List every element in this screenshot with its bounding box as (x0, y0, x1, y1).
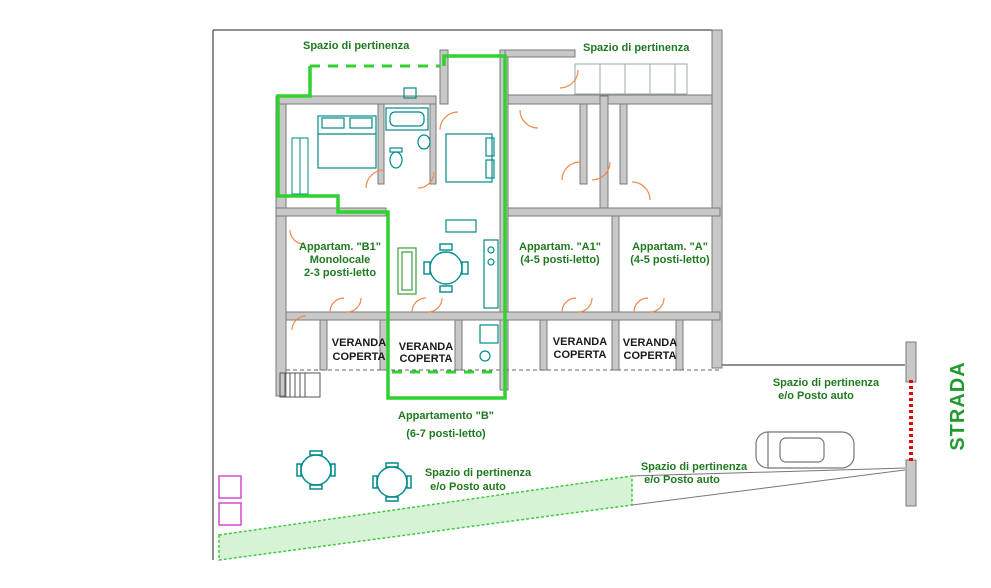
stove-icon (479, 239, 499, 362)
street-label: STRADA (947, 361, 969, 450)
apt-b-label-1: Appartamento "B" (398, 410, 494, 422)
veranda-4-label-1: VERANDA (623, 337, 677, 349)
veranda-2-label-2: COPERTA (400, 353, 453, 365)
veranda-3-label-1: VERANDA (553, 336, 607, 348)
pertinenza-lowright-label-1: Spazio di pertinenza (641, 461, 748, 473)
wardrobe (291, 137, 309, 195)
veranda-2-label-1: VERANDA (399, 341, 453, 353)
sofa-icon (397, 247, 417, 295)
apt-a1-label-2: (4-5 posti-letto) (520, 254, 600, 266)
veranda-4-label-2: COPERTA (624, 350, 677, 362)
bathtub-icon (385, 107, 429, 131)
pertinenza-top-left-label: Spazio di pertinenza (303, 40, 410, 52)
double-bed-icon (317, 115, 377, 169)
round-table-icon (423, 243, 469, 293)
apt-a1-label-1: Appartam. "A1" (519, 241, 601, 253)
boundary-line (631, 467, 906, 506)
apt-b1-label-1: Appartam. "B1" (299, 241, 381, 253)
top-yard-structure (574, 63, 688, 95)
apt-b1-label-3: 2-3 posti-letto (304, 267, 376, 279)
pertinenza-right-label-1: Spazio di pertinenza (773, 377, 880, 389)
planter-icon (218, 475, 242, 526)
pertinenza-mid-label-2: e/o Posto auto (430, 481, 506, 493)
lot-boundary (212, 29, 905, 560)
doors (289, 69, 665, 331)
apt-a-label-2: (4-5 posti-letto) (630, 254, 710, 266)
veranda-1-label-2: COPERTA (333, 351, 386, 363)
pertinenza-mid-label-1: Spazio di pertinenza (425, 467, 532, 479)
car-icon (755, 431, 855, 469)
pertinenza-top-right-label: Spazio di pertinenza (583, 42, 690, 54)
pertinenza-lowright-label-2: e/o Posto auto (644, 474, 720, 486)
double-bed-icon-2 (445, 133, 495, 183)
veranda-3-label-2: COPERTA (554, 349, 607, 361)
garden-table-icon-2 (372, 462, 412, 502)
toilet-icon (389, 147, 403, 169)
apt-b1-label-2: Monolocale (310, 254, 371, 266)
desk (445, 219, 477, 233)
stairs (279, 372, 321, 398)
veranda-1-label-1: VERANDA (332, 337, 386, 349)
sink-icon (403, 87, 431, 150)
apt-a-label-1: Appartam. "A" (632, 241, 708, 253)
apartment-b-dashed (310, 64, 500, 374)
garden-table-icon (296, 450, 336, 490)
pertinenza-right-label-2: e/o Posto auto (778, 390, 854, 402)
apartment-b-outline (276, 54, 507, 400)
hedge (218, 475, 633, 561)
apt-b-label-2: (6-7 posti-letto) (406, 428, 486, 440)
